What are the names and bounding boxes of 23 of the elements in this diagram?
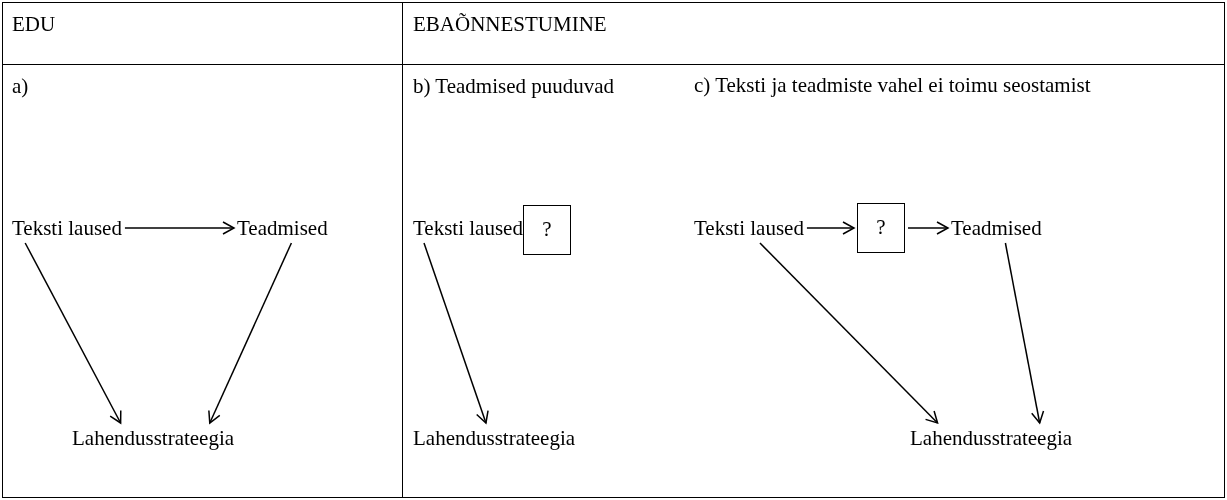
term-label: Teksti laused [694, 216, 804, 240]
question-box: ? [857, 203, 905, 253]
case-label: b) Teadmised puuduvad [413, 74, 615, 98]
term-label: Lahendusstrateegia [413, 426, 576, 450]
column-heading: EBAÕNNESTUMINE [413, 12, 607, 36]
term-label: Lahendusstrateegia [910, 426, 1073, 450]
case-label: a) [12, 74, 29, 98]
term-label: Teadmised [951, 216, 1042, 240]
term-label: Lahendusstrateegia [72, 426, 235, 450]
arrow [208, 242, 293, 424]
arrow [759, 242, 939, 424]
arrow [24, 242, 122, 424]
term-label: Teksti laused [12, 216, 122, 240]
arrow [124, 221, 235, 235]
arrow [1004, 242, 1045, 424]
term-label: Teadmised [237, 216, 328, 240]
question-box: ? [523, 205, 571, 255]
term-label: Teksti laused [413, 216, 523, 240]
arrow [423, 242, 489, 424]
arrow [907, 221, 949, 235]
arrow [806, 221, 855, 235]
case-label: c) Teksti ja teadmiste vahel ei toimu seostamist [694, 72, 1092, 99]
column-heading: EDU [12, 12, 56, 36]
